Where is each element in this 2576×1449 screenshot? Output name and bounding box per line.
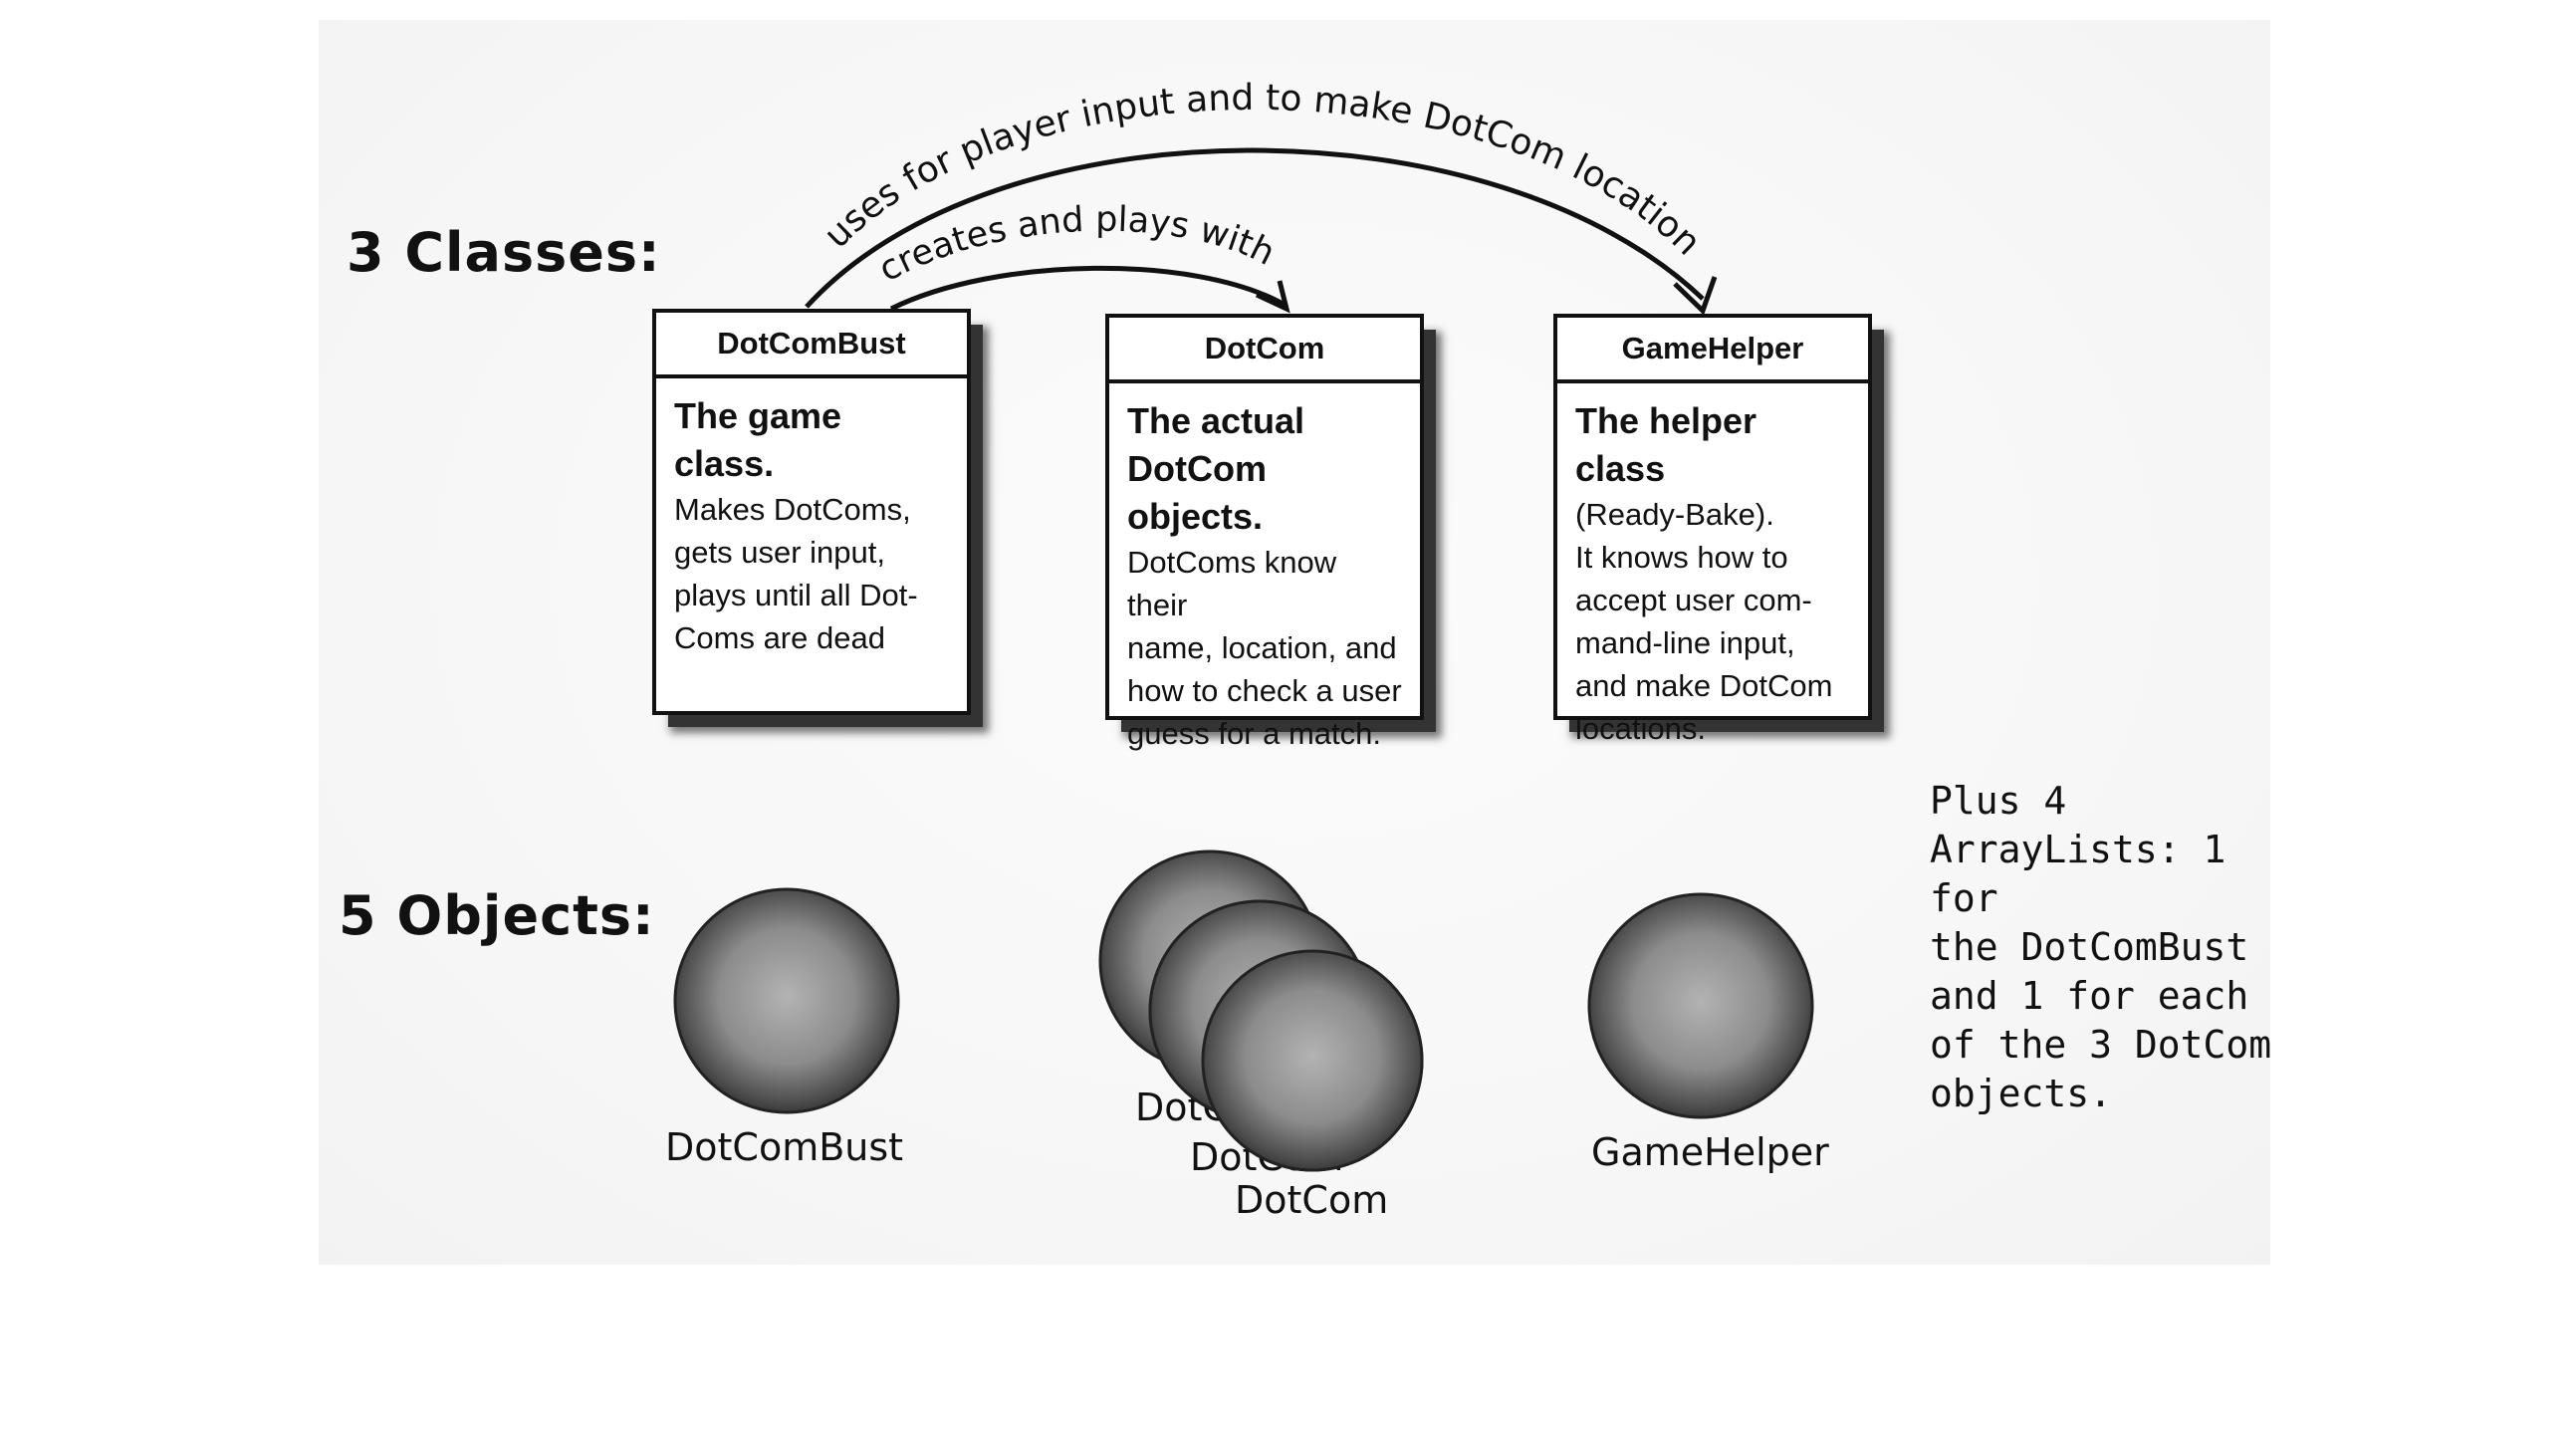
class-title: DotCom <box>1109 318 1420 383</box>
class-title: DotComBust <box>656 313 967 378</box>
class-summary: The helper class <box>1575 400 1757 489</box>
class-summary: The game class. <box>674 395 842 484</box>
creates-arrow-line <box>889 265 1287 312</box>
object-label-dotcom-middle: DotCom <box>1190 1135 1344 1179</box>
object-sphere-gamehelper <box>1587 892 1814 1119</box>
object-label-dotcom-front: DotCom <box>1235 1178 1389 1222</box>
class-title: GameHelper <box>1557 318 1868 383</box>
class-summary: The actual DotCom objects. <box>1127 400 1305 537</box>
uses-arrow-head <box>1673 276 1718 316</box>
object-label-dotcombust: DotComBust <box>665 1125 904 1169</box>
class-description: DotComs know their name, location, and h… <box>1127 545 1402 751</box>
arraylists-note: Plus 4 ArrayLists: 1 for the DotComBust … <box>1930 779 2272 1115</box>
class-card-gamehelper: GameHelper The helper class (Ready-Bake)… <box>1553 314 1872 746</box>
object-sphere-dotcombust <box>673 887 900 1114</box>
object-label-gamehelper: GameHelper <box>1591 1130 1829 1174</box>
uses-arrow-line <box>805 147 1705 309</box>
class-card-dotcom: DotCom The actual DotCom objects. DotCom… <box>1105 314 1424 751</box>
objects-heading: 5 Objects: <box>339 884 655 947</box>
object-label-dotcom-back: DotCom <box>1135 1086 1289 1129</box>
class-description: Makes DotComs, gets user input, plays un… <box>674 492 918 655</box>
creates-arrow-head <box>1255 280 1290 314</box>
classes-heading: 3 Classes: <box>347 221 661 284</box>
class-description: (Ready-Bake). It knows how to accept use… <box>1575 497 1833 746</box>
class-card-dotcombust: DotComBust The game class. Makes DotComs… <box>652 309 971 715</box>
